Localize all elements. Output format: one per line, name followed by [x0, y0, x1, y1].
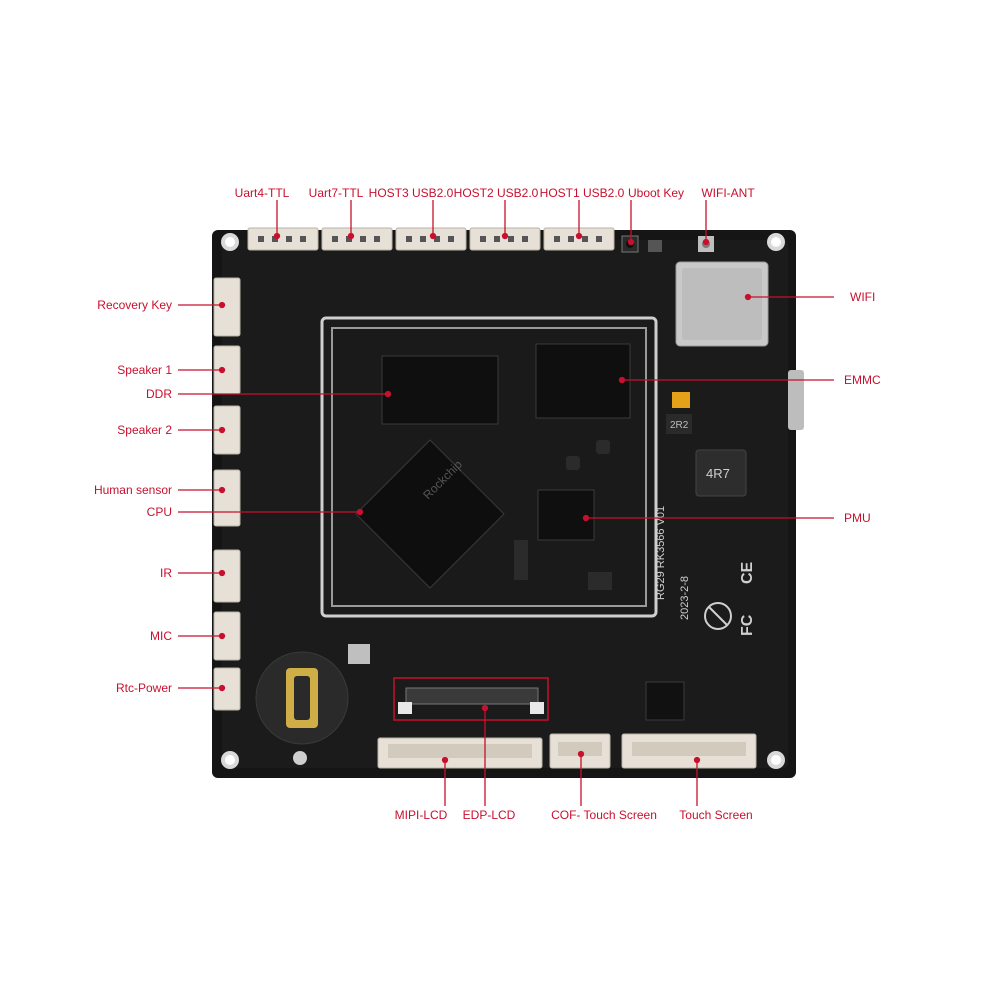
edp-connector [405, 687, 539, 705]
label-recovery: Recovery Key [97, 298, 172, 312]
pmu-chip [537, 489, 595, 541]
side-connector [788, 370, 804, 430]
bottom-chip [645, 681, 685, 721]
edp-highlight-box [393, 677, 549, 721]
leader-lines [178, 200, 834, 806]
emmc-chip [535, 343, 631, 419]
silkscreen-date: 2023-2-8 [679, 576, 691, 620]
label-cpu: CPU [146, 505, 172, 519]
label-pmu: PMU [844, 511, 871, 525]
label-host3: HOST3 USB2.0 [368, 186, 454, 200]
label-emmc: EMMC [844, 373, 881, 387]
inductor-marking: 4R7 [706, 466, 730, 481]
cert-mark-fc: FC [739, 614, 756, 636]
inductor [695, 449, 747, 497]
label-ir: IR [160, 566, 172, 580]
silkscreen-model: RG29 RK3566 V01 [655, 506, 667, 600]
no-bin-icon [704, 602, 732, 630]
label-speaker2: Speaker 2 [117, 423, 172, 437]
label-uboot: Uboot Key [627, 186, 685, 200]
label-edp-lcd: EDP-LCD [462, 808, 516, 822]
recovery-connector [213, 277, 241, 337]
cpu-chip [355, 439, 505, 589]
label-uart4: Uart4-TTL [234, 186, 290, 200]
capacitor-yellow [672, 392, 690, 408]
cert-mark-ce: CE [739, 561, 756, 584]
label-wifi: WIFI [850, 290, 876, 304]
label-wifi-ant: WIFI-ANT [701, 186, 755, 200]
ddr-chip [381, 355, 499, 425]
left-connectors [213, 277, 241, 711]
label-touch-screen: Touch Screen [679, 808, 753, 822]
host3-connector [395, 227, 467, 251]
label-speaker1: Speaker 1 [117, 363, 172, 377]
human-sensor-connector [213, 469, 241, 527]
core-module: Rockchip [320, 316, 658, 618]
uart4-connector [247, 227, 319, 251]
label-host1: HOST1 USB2.0 [539, 186, 625, 200]
label-ddr: DDR [146, 387, 172, 401]
label-uart7: Uart7-TTL [308, 186, 364, 200]
part-marking-2r2: 2R2 [670, 420, 689, 431]
label-rtc-power: Rtc-Power [115, 681, 172, 695]
ir-connector [213, 549, 241, 603]
label-mic: MIC [150, 629, 172, 643]
label-cof-touch: COF- Touch Screen [551, 808, 657, 822]
uart7-connector [321, 227, 393, 251]
label-host2: HOST2 USB2.0 [453, 186, 539, 200]
rtc-connector [213, 667, 241, 711]
label-human-sensor: Human sensor [93, 483, 172, 497]
label-mipi-lcd: MIPI-LCD [394, 808, 448, 822]
